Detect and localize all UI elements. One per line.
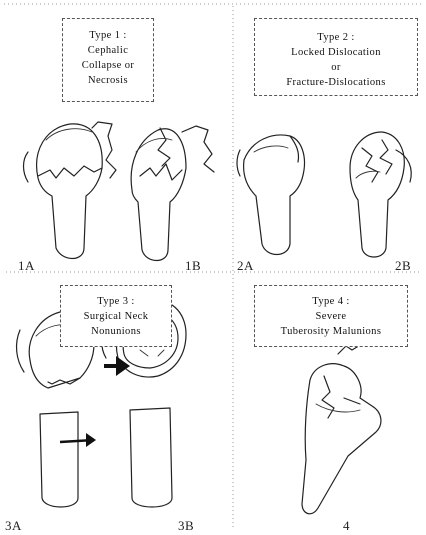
label-3b: 3B <box>178 518 194 534</box>
label-2b: 2B <box>395 258 411 274</box>
type3-line-2: Nonunions <box>61 324 171 339</box>
label-3a: 3A <box>5 518 22 534</box>
type2-caption-box: Type 2 : Locked Dislocation or Fracture-… <box>254 18 418 96</box>
humerus-2a-drawing <box>237 135 304 255</box>
label-1b: 1B <box>185 258 201 274</box>
type4-line-1: Severe <box>255 309 407 324</box>
type3-title: Type 3 : <box>61 294 171 309</box>
type1-line-2: Collapse or <box>63 58 153 73</box>
type1-caption-box: Type 1 : Cephalic Collapse or Necrosis <box>62 18 154 102</box>
humerus-2b-drawing <box>350 132 411 257</box>
type3-caption-box: Type 3 : Surgical Neck Nonunions <box>60 285 172 347</box>
label-2a: 2A <box>237 258 254 274</box>
label-1a: 1A <box>18 258 35 274</box>
type1-title: Type 1 : <box>63 28 153 43</box>
humerus-1a-drawing <box>24 122 117 259</box>
type2-line-1: Locked Dislocation <box>255 45 417 60</box>
type1-line-1: Cephalic <box>63 43 153 58</box>
type2-line-2: or <box>255 60 417 75</box>
type2-line-3: Fracture-Dislocations <box>255 75 417 90</box>
type4-line-2: Tuberosity Malunions <box>255 324 407 339</box>
type4-title: Type 4 : <box>255 294 407 309</box>
type2-title: Type 2 : <box>255 30 417 45</box>
type3-line-1: Surgical Neck <box>61 309 171 324</box>
humerus-4-drawing <box>302 344 381 514</box>
label-4: 4 <box>343 518 350 534</box>
type1-line-3: Necrosis <box>63 73 153 88</box>
humerus-1b-drawing <box>131 126 214 261</box>
type4-caption-box: Type 4 : Severe Tuberosity Malunions <box>254 285 408 347</box>
